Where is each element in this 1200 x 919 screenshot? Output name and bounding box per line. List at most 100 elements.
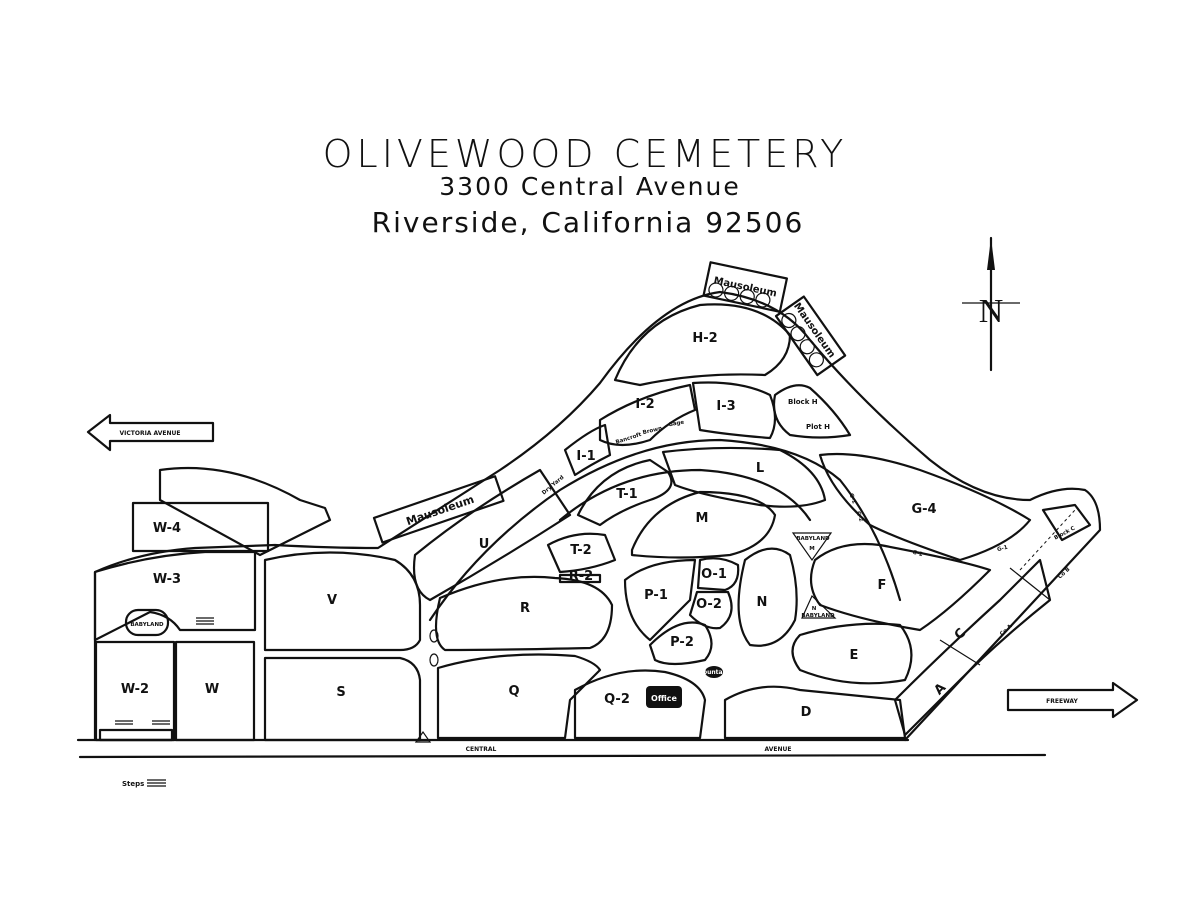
- freeway-arrow: [1006, 681, 1139, 719]
- co-divider-2: [1009, 567, 1051, 601]
- label-w4: W-4: [153, 521, 181, 536]
- outer-boundary-west: [158, 466, 332, 557]
- block-w: [174, 640, 256, 742]
- central-avenue-line: [78, 753, 1047, 759]
- block-g4: [818, 452, 1032, 562]
- block-p2: [648, 621, 713, 666]
- block-w4: [131, 501, 270, 553]
- label-o1: O-1: [701, 567, 727, 582]
- block-o2: [688, 590, 733, 630]
- label-g1: G-1: [847, 493, 856, 505]
- steps-marks: [115, 617, 214, 787]
- label-q: Q: [508, 684, 519, 699]
- ring-road-inner: [558, 468, 812, 522]
- label-co-b: Co B: [1057, 567, 1071, 581]
- block-p1: [623, 558, 697, 642]
- block-c: [1041, 503, 1092, 542]
- block-r: [434, 575, 614, 652]
- outer-boundary: [93, 290, 1102, 742]
- label-steps: Steps: [122, 780, 144, 788]
- label-avenue: AVENUE: [765, 746, 792, 753]
- co-divider-1: [939, 639, 981, 666]
- label-gage: Gage: [668, 420, 685, 429]
- block-d: [723, 685, 907, 740]
- office-building: [646, 686, 682, 708]
- mausoleum-right: [774, 295, 847, 377]
- label-babyland-left: BABYLAND: [130, 622, 164, 628]
- block-f: [809, 542, 992, 632]
- label-m-small: M: [809, 546, 814, 552]
- label-h2: H-2: [692, 331, 717, 346]
- victoria-avenue-arrow: [86, 413, 215, 452]
- label-t2: T-2: [570, 543, 591, 558]
- label-q2: Q-2: [604, 692, 630, 707]
- label-r: R: [520, 601, 530, 616]
- compass-n: N: [979, 293, 1004, 330]
- label-g2a: G-2: [854, 511, 863, 523]
- map-city: Riverside, California 92506: [371, 206, 805, 239]
- label-u: U: [479, 537, 490, 552]
- label-g2b: G-2: [912, 550, 924, 559]
- block-w3: [93, 550, 257, 642]
- label-fountain: Fountain: [699, 669, 729, 676]
- label-block-h: Block H: [788, 398, 818, 406]
- map-title: OLIVEWOOD CEMETERY: [322, 132, 848, 176]
- label-l: L: [756, 461, 764, 476]
- block-e: [791, 622, 913, 685]
- block-v: [263, 551, 422, 652]
- block-h-area: [772, 384, 852, 439]
- label-w3: W-3: [153, 572, 181, 587]
- label-n-small: N: [812, 606, 817, 612]
- label-s: S: [336, 685, 345, 700]
- block-i3: [691, 381, 777, 440]
- compass-rose: [962, 236, 1020, 372]
- label-babyland-n: BABYLAND: [801, 613, 835, 619]
- label-babyland-m: BABYLAND: [796, 536, 830, 542]
- block-u: [412, 468, 572, 602]
- block-t2: [546, 532, 617, 574]
- label-central: CENTRAL: [466, 746, 497, 753]
- label-mausoleum-top: Mausoleum: [712, 275, 777, 299]
- label-g1b: G-1: [997, 545, 1009, 554]
- label-w: W: [205, 682, 219, 697]
- label-p2: P-2: [670, 635, 694, 650]
- label-victoria-avenue: VICTORIA AVENUE: [119, 430, 180, 437]
- label-t1: T-1: [616, 487, 637, 502]
- fountain-marker: [705, 666, 723, 678]
- label-i3: I-3: [716, 399, 735, 414]
- block-q2: [573, 669, 707, 740]
- label-freeway: FREEWAY: [1046, 698, 1078, 705]
- label-w2: W-2: [121, 682, 149, 697]
- label-brown: Brown: [642, 426, 663, 437]
- triangle-marker: [414, 730, 432, 743]
- oval-marker-1: [429, 629, 439, 643]
- label-p1: P-1: [644, 588, 668, 603]
- babyland-triangle: [791, 532, 833, 562]
- label-v: V: [327, 593, 337, 608]
- co-dashed: [1019, 509, 1076, 571]
- block-n: [737, 547, 798, 647]
- label-o2: O-2: [696, 597, 722, 612]
- block-i2: [598, 383, 697, 447]
- label-n: N: [757, 595, 768, 610]
- block-t1: [576, 458, 673, 527]
- map-address: 3300 Central Avenue: [439, 172, 741, 201]
- block-m: [630, 490, 777, 559]
- block-r2: [558, 573, 602, 584]
- babyland-left-shape: [124, 608, 170, 637]
- block-o1: [696, 557, 740, 592]
- block-q: [436, 653, 602, 740]
- label-i1: I-1: [576, 449, 595, 464]
- label-i2: I-2: [635, 397, 654, 412]
- label-g4: G-4: [911, 502, 936, 517]
- label-f: F: [878, 578, 887, 593]
- label-r2: R-2: [569, 569, 593, 584]
- block-s: [263, 656, 422, 742]
- w2-steps-rect: [98, 728, 174, 742]
- oval-marker-2: [429, 653, 439, 667]
- block-l: [661, 446, 827, 508]
- label-office: Office: [651, 694, 677, 703]
- label-m: M: [696, 511, 709, 526]
